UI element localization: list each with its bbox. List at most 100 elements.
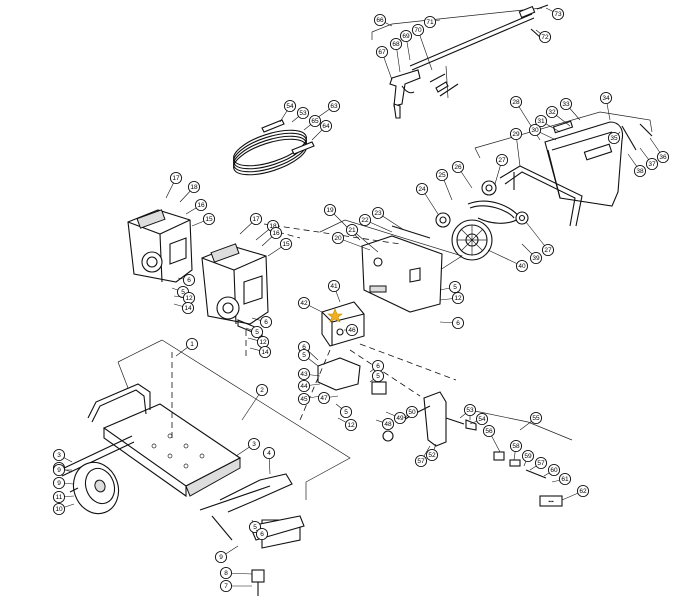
callout-bubble	[509, 439, 523, 453]
callout-bubble	[389, 37, 403, 51]
callout-29: 29	[509, 127, 523, 167]
callout-10: 10	[52, 502, 75, 516]
callout-number: 21	[348, 227, 356, 234]
callout-5: 5	[439, 280, 462, 294]
callout-50: 50	[403, 405, 419, 419]
callout-17: 17	[239, 212, 263, 235]
callout-bubble	[296, 106, 310, 120]
callout-3: 3	[235, 437, 261, 457]
callout-64: 64	[311, 119, 333, 141]
callout-number: 60	[550, 467, 558, 474]
callout-24: 24	[415, 182, 439, 215]
callout-number: 4	[267, 450, 271, 457]
callout-number: 23	[374, 210, 382, 217]
callout-bubble	[297, 296, 311, 310]
callout-number: 50	[408, 409, 416, 416]
callout-bubble	[482, 424, 496, 438]
leader-line	[417, 29, 433, 71]
callout-number: 18	[269, 223, 277, 230]
callout-number: 45	[300, 396, 308, 403]
callout-number: 36	[659, 154, 667, 161]
callout-27: 27	[525, 221, 555, 257]
callout-number: 49	[396, 415, 404, 422]
callout-number: 22	[361, 217, 369, 224]
callout-bubble	[423, 15, 437, 29]
callout-bubble	[425, 448, 439, 462]
callout-number: 15	[205, 216, 213, 223]
callout-number: 5	[253, 524, 257, 531]
callout-43: 43	[297, 367, 321, 381]
callout-number: 72	[541, 34, 549, 41]
callout-32: 32	[545, 105, 571, 127]
callout-number: 28	[512, 99, 520, 106]
callout-number: 58	[512, 443, 520, 450]
callout-bubble	[551, 7, 565, 21]
callout-number: 3	[252, 441, 256, 448]
callout-57: 57	[414, 445, 431, 468]
callout-3: 3	[52, 448, 73, 463]
callout-bubble	[345, 223, 359, 237]
callout-number: 6	[264, 319, 268, 326]
callout-bubble	[411, 23, 425, 37]
callout-27: 27	[494, 153, 509, 185]
callout-bubble	[297, 367, 311, 381]
callout-bubble	[528, 123, 542, 137]
callout-14: 14	[173, 301, 195, 315]
callout-number: 3	[57, 452, 61, 459]
callout-bubble	[475, 412, 489, 426]
callout-bubble	[451, 316, 465, 330]
callout-number: 12	[185, 295, 193, 302]
callout-number: 11	[56, 494, 63, 501]
callout-bubble	[52, 502, 66, 516]
callout-bubble	[255, 383, 269, 397]
pump-head	[321, 301, 365, 347]
callout-4: 4	[262, 446, 276, 475]
callout-49: 49	[385, 411, 407, 425]
callout-23: 23	[371, 206, 405, 231]
spray-gun-assembly	[371, 4, 549, 119]
callout-number: 12	[454, 295, 462, 302]
callout-73: 73	[545, 7, 565, 21]
callout-bubble	[393, 411, 407, 425]
callout-12: 12	[337, 417, 358, 432]
callout-65: 65	[303, 114, 322, 131]
callout-9: 9	[52, 476, 75, 490]
callout-41: 41	[327, 279, 341, 303]
callout-number: 54	[286, 103, 294, 110]
callout-number: 7	[224, 583, 228, 590]
callout-number: 27	[544, 247, 552, 254]
callout-number: 68	[392, 41, 400, 48]
callout-54: 54	[279, 99, 297, 123]
callout-number: 6	[302, 344, 306, 351]
callout-bubble	[345, 323, 359, 337]
callout-number: 17	[252, 216, 260, 223]
callout-number: 52	[428, 452, 436, 459]
callout-bubble	[559, 97, 573, 111]
callout-12: 12	[439, 291, 465, 305]
callout-bubble	[249, 212, 263, 226]
callout-9: 9	[214, 545, 239, 564]
callout-bubble	[415, 182, 429, 196]
callout-bubble	[534, 114, 548, 128]
callout-number: 5	[302, 352, 306, 359]
callout-bubble	[545, 105, 559, 119]
callout-39: 39	[521, 243, 543, 265]
callout-number: 53	[299, 110, 307, 117]
callout-bubble	[463, 403, 477, 417]
callout-bubble	[339, 405, 353, 419]
callout-number: 9	[57, 467, 61, 474]
callout-bubble	[323, 203, 337, 217]
callout-bubble	[219, 579, 233, 593]
callout-56: 56	[482, 424, 501, 453]
callout-bubble	[495, 153, 509, 167]
callout-bubble	[547, 463, 561, 477]
callout-number: 42	[300, 300, 308, 307]
callout-20: 20	[331, 231, 371, 251]
callout-bubble	[317, 391, 331, 405]
callout-number: 40	[518, 263, 526, 270]
callout-11: 11	[52, 490, 75, 504]
callout-number: 53	[466, 407, 474, 414]
callout-number: 70	[414, 27, 422, 34]
